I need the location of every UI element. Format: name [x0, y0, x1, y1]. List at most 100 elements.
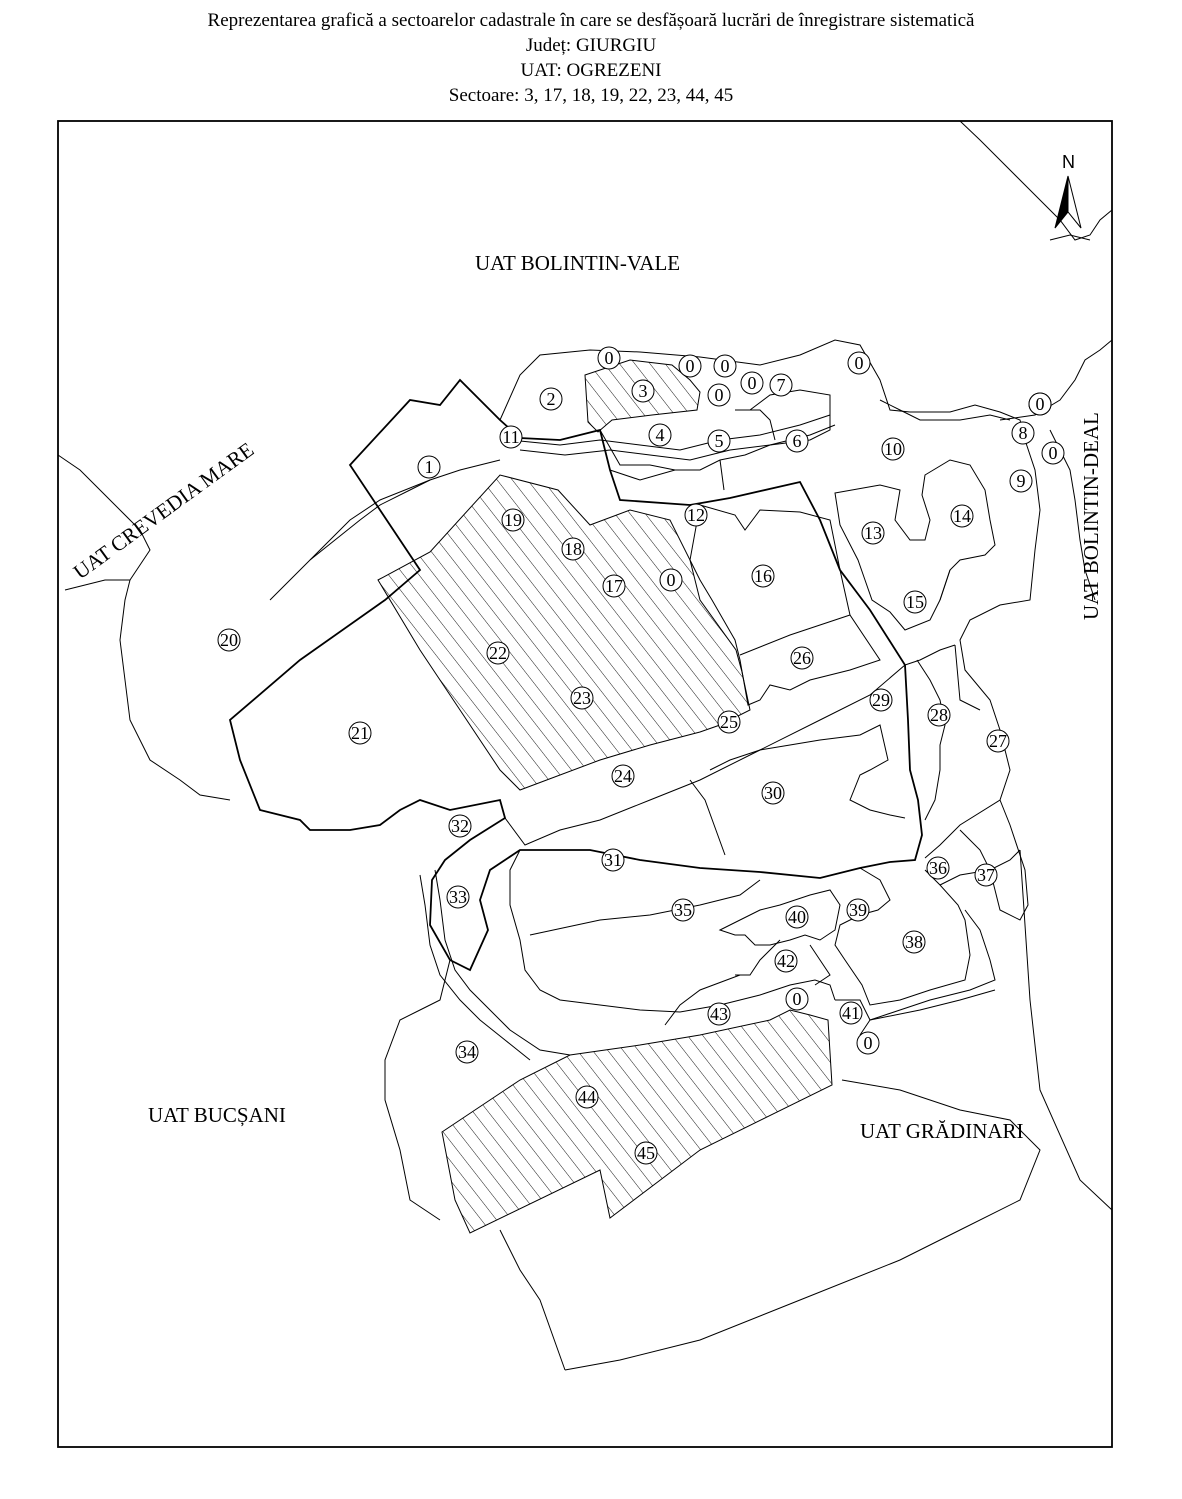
sector-label: 20: [220, 630, 238, 650]
sector-label-circle: [597, 346, 621, 370]
sector-label-circle: [561, 537, 585, 561]
sector-label-circle: [847, 351, 871, 375]
sector-label: 26: [793, 648, 811, 668]
sector-label: 36: [929, 858, 947, 878]
sector-label-circle: [602, 574, 626, 598]
sector-label-circle: [881, 437, 905, 461]
sector-label: 38: [905, 932, 923, 952]
sector-label: 0: [667, 570, 676, 590]
map-frame: [57, 120, 1113, 1448]
sector-label: 25: [720, 712, 738, 732]
sector-label-circle: [707, 1002, 731, 1026]
sector-label: 16: [754, 566, 772, 586]
sector-label-circle: [499, 425, 523, 449]
sector-label-circle: [713, 354, 737, 378]
sector-label: 1: [425, 457, 434, 477]
sector-label-circle: [740, 371, 764, 395]
sector-label: 27: [989, 731, 1007, 751]
sector-label-circle: [678, 354, 702, 378]
sector-label: 0: [793, 989, 802, 1009]
north-arrow: N: [1054, 152, 1082, 229]
sector-label: 17: [605, 576, 623, 596]
sector-label: 39: [849, 900, 867, 920]
sector-label: 45: [637, 1143, 655, 1163]
sector-label: 28: [930, 705, 948, 725]
sector-label-circle: [1011, 421, 1035, 445]
sector-label: 7: [777, 375, 786, 395]
sector-label: 33: [449, 887, 467, 907]
sector-label: 0: [715, 385, 724, 405]
sector-label: 0: [748, 373, 757, 393]
sector-label-circle: [717, 710, 741, 734]
map-title: Reprezentarea grafică a sectoarelor cada…: [0, 8, 1182, 108]
sector-label-circle: [774, 949, 798, 973]
sector-label-circle: [839, 1001, 863, 1025]
sector-label-circle: [986, 729, 1010, 753]
sector-label-circle: [446, 885, 470, 909]
sector-label: 23: [573, 688, 591, 708]
sector-label-circle: [974, 863, 998, 887]
sector-label: 3: [639, 381, 648, 401]
sector-label-circle: [348, 721, 372, 745]
sector-label-circle: [570, 686, 594, 710]
sector-label: 14: [953, 506, 971, 526]
sector-label-circle: [869, 688, 893, 712]
uat-bolintin-deal-label: UAT BOLINTIN-DEAL: [1079, 412, 1103, 620]
title-line-3: UAT: OGREZENI: [520, 60, 662, 81]
north-arrow-label: N: [1062, 152, 1075, 172]
sector-label: 42: [777, 951, 795, 971]
sector-label-circle: [902, 930, 926, 954]
sector-label-circle: [684, 503, 708, 527]
sector-label: 0: [864, 1033, 873, 1053]
sector-label: 32: [451, 816, 469, 836]
sector-label: 24: [614, 766, 632, 786]
sector-label-circle: [648, 423, 672, 447]
sector-label-circle: [217, 628, 241, 652]
sector-label-circle: [861, 521, 885, 545]
sector-label: 2: [547, 389, 556, 409]
sector-label: 5: [715, 431, 724, 451]
sector-label-circle: [707, 429, 731, 453]
sector-label: 13: [864, 523, 882, 543]
sector-label-circle: [455, 1040, 479, 1064]
sector-boundaries: [57, 120, 1113, 1371]
sector-label-circle: [856, 1031, 880, 1055]
sector-label-circle: [707, 383, 731, 407]
sector-label: 18: [564, 539, 582, 559]
sector-label: 35: [674, 900, 692, 920]
sector-label-circle: [790, 646, 814, 670]
sector-label-circle: [785, 429, 809, 453]
sector-label: 43: [710, 1004, 728, 1024]
uat-bucsani-label: UAT BUCȘANI: [148, 1103, 286, 1127]
sector-label-circle: [1009, 469, 1033, 493]
sector-label-circle: [761, 781, 785, 805]
sector-label-circle: [785, 905, 809, 929]
sector-label-circle: [611, 764, 635, 788]
sector-label: 29: [872, 690, 890, 710]
sector-label: 12: [687, 505, 705, 525]
sector-label: 9: [1017, 471, 1026, 491]
sector-label: 6: [793, 431, 802, 451]
sector-label-circle: [769, 373, 793, 397]
sector-label: 15: [906, 592, 924, 612]
sector-label-circle: [927, 703, 951, 727]
uat-gradinari-label: UAT GRĂDINARI: [860, 1119, 1024, 1143]
sector-label-circle: [926, 856, 950, 880]
sector-labels: 0000300702111456100809131419121817016152…: [217, 346, 1065, 1165]
sector-label: 19: [504, 510, 522, 530]
sector-label-circle: [950, 504, 974, 528]
sector-label: 44: [578, 1087, 596, 1107]
sector-label-circle: [575, 1085, 599, 1109]
sector-label: 10: [884, 439, 902, 459]
title-line-1: Reprezentarea grafică a sectoarelor cada…: [207, 10, 975, 31]
sector-label-circle: [785, 987, 809, 1011]
sector-label: 22: [489, 643, 507, 663]
sector-label-circle: [751, 564, 775, 588]
sector-label-circle: [501, 508, 525, 532]
sector-label-circle: [634, 1141, 658, 1165]
sector-label-circle: [659, 568, 683, 592]
sector-label: 30: [764, 783, 782, 803]
sector-label-circle: [631, 379, 655, 403]
sector-label-circle: [539, 387, 563, 411]
